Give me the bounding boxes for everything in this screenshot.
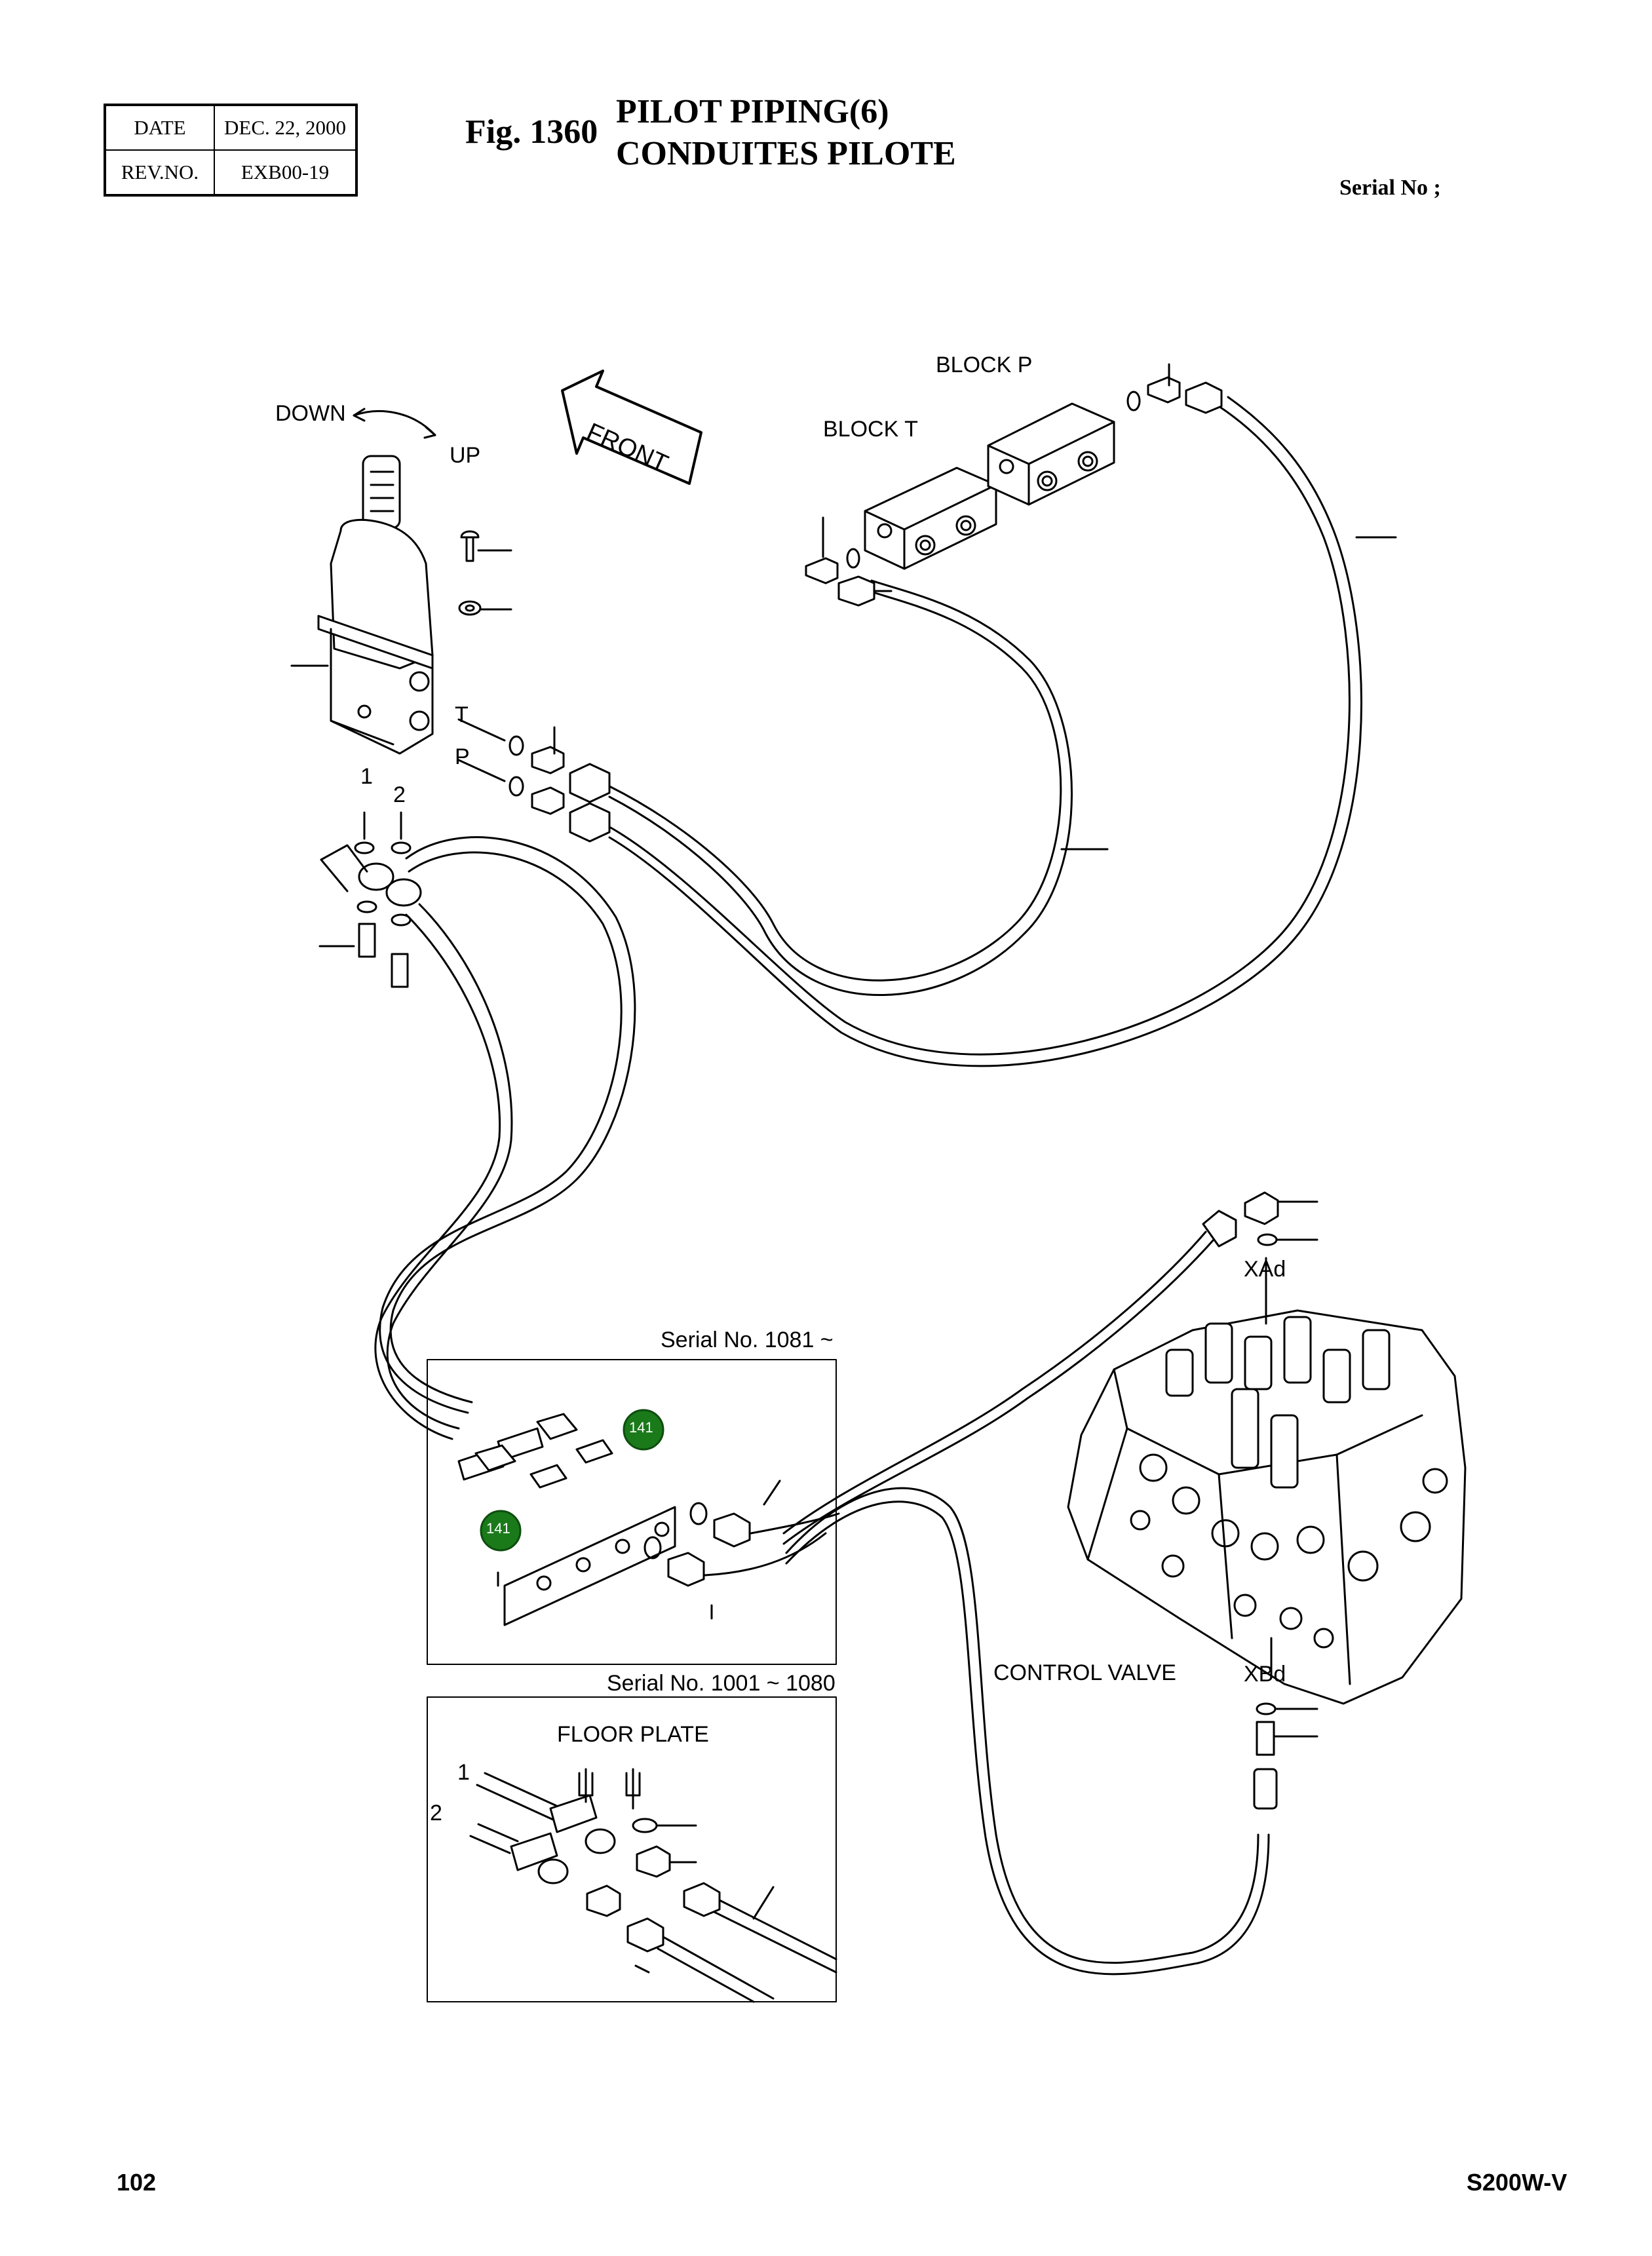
inset-lower-frame bbox=[427, 1696, 837, 2002]
inset-upper-serial: Serial No. 1081 ~ bbox=[661, 1328, 834, 1352]
block-p-label: BLOCK P bbox=[936, 353, 1033, 377]
block-t-label: BLOCK T bbox=[823, 417, 918, 442]
callout-141-lower-text: 141 bbox=[486, 1520, 510, 1537]
down-up-arrow bbox=[353, 410, 436, 436]
hose-to-control-valve bbox=[782, 1231, 1270, 1976]
hose-to-block-p bbox=[608, 396, 1362, 1067]
port-t-label: T bbox=[455, 702, 469, 727]
callout-141-upper bbox=[623, 1409, 664, 1451]
control-valve-body bbox=[1067, 1257, 1467, 1705]
port-2-label: 2 bbox=[393, 782, 406, 807]
block-t bbox=[805, 467, 997, 607]
figure-title-en: PILOT PIPING(6) bbox=[616, 93, 889, 130]
figure-number: Fig. 1360 bbox=[465, 113, 598, 151]
hose-to-block-t bbox=[608, 579, 1073, 997]
inset-upper-frame bbox=[427, 1359, 837, 1665]
rev-value: EXB00-19 bbox=[214, 149, 357, 196]
mount-screw bbox=[458, 530, 512, 616]
model-number: S200W-V bbox=[1467, 2169, 1567, 2196]
inset-lower-serial: Serial No. 1001 ~ 1080 bbox=[607, 1671, 836, 1696]
hose-to-floor-plate bbox=[374, 836, 636, 1440]
rev-label: REV.NO. bbox=[104, 149, 215, 196]
tp-fittings bbox=[457, 718, 611, 843]
inset-port-1-label: 1 bbox=[457, 1760, 470, 1785]
up-label: UP bbox=[450, 443, 481, 468]
revision-table: DATE DEC. 22, 2000 REV.NO. EXB00-19 bbox=[104, 104, 358, 197]
inset-port-2-label: 2 bbox=[430, 1801, 442, 1826]
serial-number-label: Serial No ; bbox=[1339, 176, 1441, 200]
port-xad-label: XAd bbox=[1244, 1257, 1286, 1282]
port-1-label: 1 bbox=[360, 764, 373, 789]
page-number: 102 bbox=[117, 2169, 157, 2196]
xbd-fitting bbox=[1253, 1702, 1318, 1810]
callout-141-lower bbox=[480, 1510, 522, 1552]
banjo-fittings bbox=[318, 811, 422, 988]
down-label: DOWN bbox=[275, 401, 346, 426]
inset-upper-parts bbox=[457, 1413, 840, 1626]
control-valve-label: CONTROL VALVE bbox=[993, 1660, 1176, 1685]
inset-lower-parts bbox=[469, 1768, 837, 2003]
callout-141-upper-text: 141 bbox=[629, 1419, 653, 1436]
port-xbd-label: XBd bbox=[1244, 1662, 1286, 1687]
figure-title-fr: CONDUITES PILOTE bbox=[616, 135, 956, 172]
pilot-valve-pedal bbox=[290, 455, 434, 755]
floor-plate-label: FLOOR PLATE bbox=[557, 1722, 709, 1747]
xad-fitting bbox=[1202, 1191, 1318, 1248]
front-arrow bbox=[561, 370, 702, 485]
block-p bbox=[987, 363, 1223, 506]
date-value: DEC. 22, 2000 bbox=[214, 104, 357, 151]
date-label: DATE bbox=[104, 104, 215, 151]
port-p-label: P bbox=[455, 744, 470, 769]
